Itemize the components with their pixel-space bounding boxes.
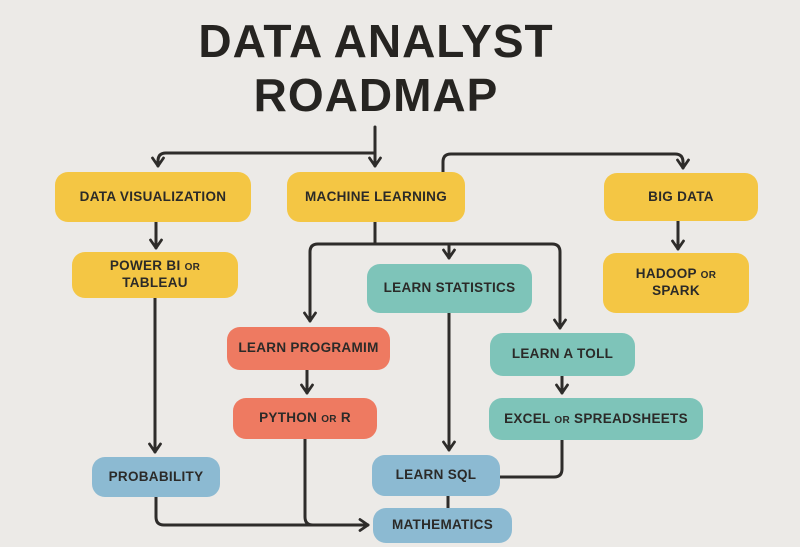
node-hadoop-or-spark: HADOOP OR SPARK xyxy=(603,253,749,313)
edge-branch-programim-toll xyxy=(303,242,567,330)
node-hadoop-or-spark-label: HADOOP OR SPARK xyxy=(635,266,717,298)
edge-excel-to-learn-sql xyxy=(498,438,564,479)
node-probability: PROBABILITY xyxy=(92,457,220,497)
node-learn-statistics: LEARN STATISTICS xyxy=(367,264,532,313)
node-mathematics: MATHEMATICS xyxy=(373,508,512,543)
node-learn-statistics-label: LEARN STATISTICS xyxy=(383,280,516,296)
node-python-or-r: PYTHON OR R xyxy=(233,398,377,439)
node-big-data-label: BIG DATA xyxy=(648,188,714,204)
edge-title-to-data-visualization xyxy=(151,151,377,168)
node-learn-a-toll-label: LEARN A TOLL xyxy=(511,346,614,362)
node-excel-or-spreadsheets-label: EXCEL OR SPREADSHEETS xyxy=(504,410,688,426)
node-learn-sql: LEARN SQL xyxy=(372,455,500,496)
node-learn-programim: LEARN PROGRAMIM xyxy=(227,327,390,370)
node-excel-or-spreadsheets: EXCEL OR SPREADSHEETS xyxy=(489,398,703,440)
node-learn-sql-label: LEARN SQL xyxy=(395,467,477,483)
page-title: DATA ANALYST ROADMAP xyxy=(0,14,752,122)
node-data-visualization: DATA VISUALIZATION xyxy=(55,172,251,222)
node-power-bi-or-tableau: POWER BI OR TABLEAU xyxy=(72,252,238,298)
node-mathematics-label: MATHEMATICS xyxy=(391,517,494,533)
edge-probability-to-mathematics xyxy=(154,495,370,532)
node-power-bi-or-tableau-label: POWER BI OR TABLEAU xyxy=(109,258,201,290)
node-learn-programim-label: LEARN PROGRAMIM xyxy=(238,340,379,356)
page-title-line1: DATA ANALYST xyxy=(198,15,554,67)
page-title-line2: ROADMAP xyxy=(253,69,499,121)
edge-machine-learning-to-big-data xyxy=(441,152,690,174)
node-learn-a-toll: LEARN A TOLL xyxy=(490,333,635,376)
node-machine-learning: MACHINE LEARNING xyxy=(287,172,465,222)
node-machine-learning-label: MACHINE LEARNING xyxy=(304,188,448,204)
node-python-or-r-label: PYTHON OR R xyxy=(259,410,351,426)
node-probability-label: PROBABILITY xyxy=(108,468,204,484)
node-data-visualization-label: DATA VISUALIZATION xyxy=(79,188,227,204)
node-big-data: BIG DATA xyxy=(604,173,758,221)
edge-python-to-mathematics xyxy=(303,437,315,527)
